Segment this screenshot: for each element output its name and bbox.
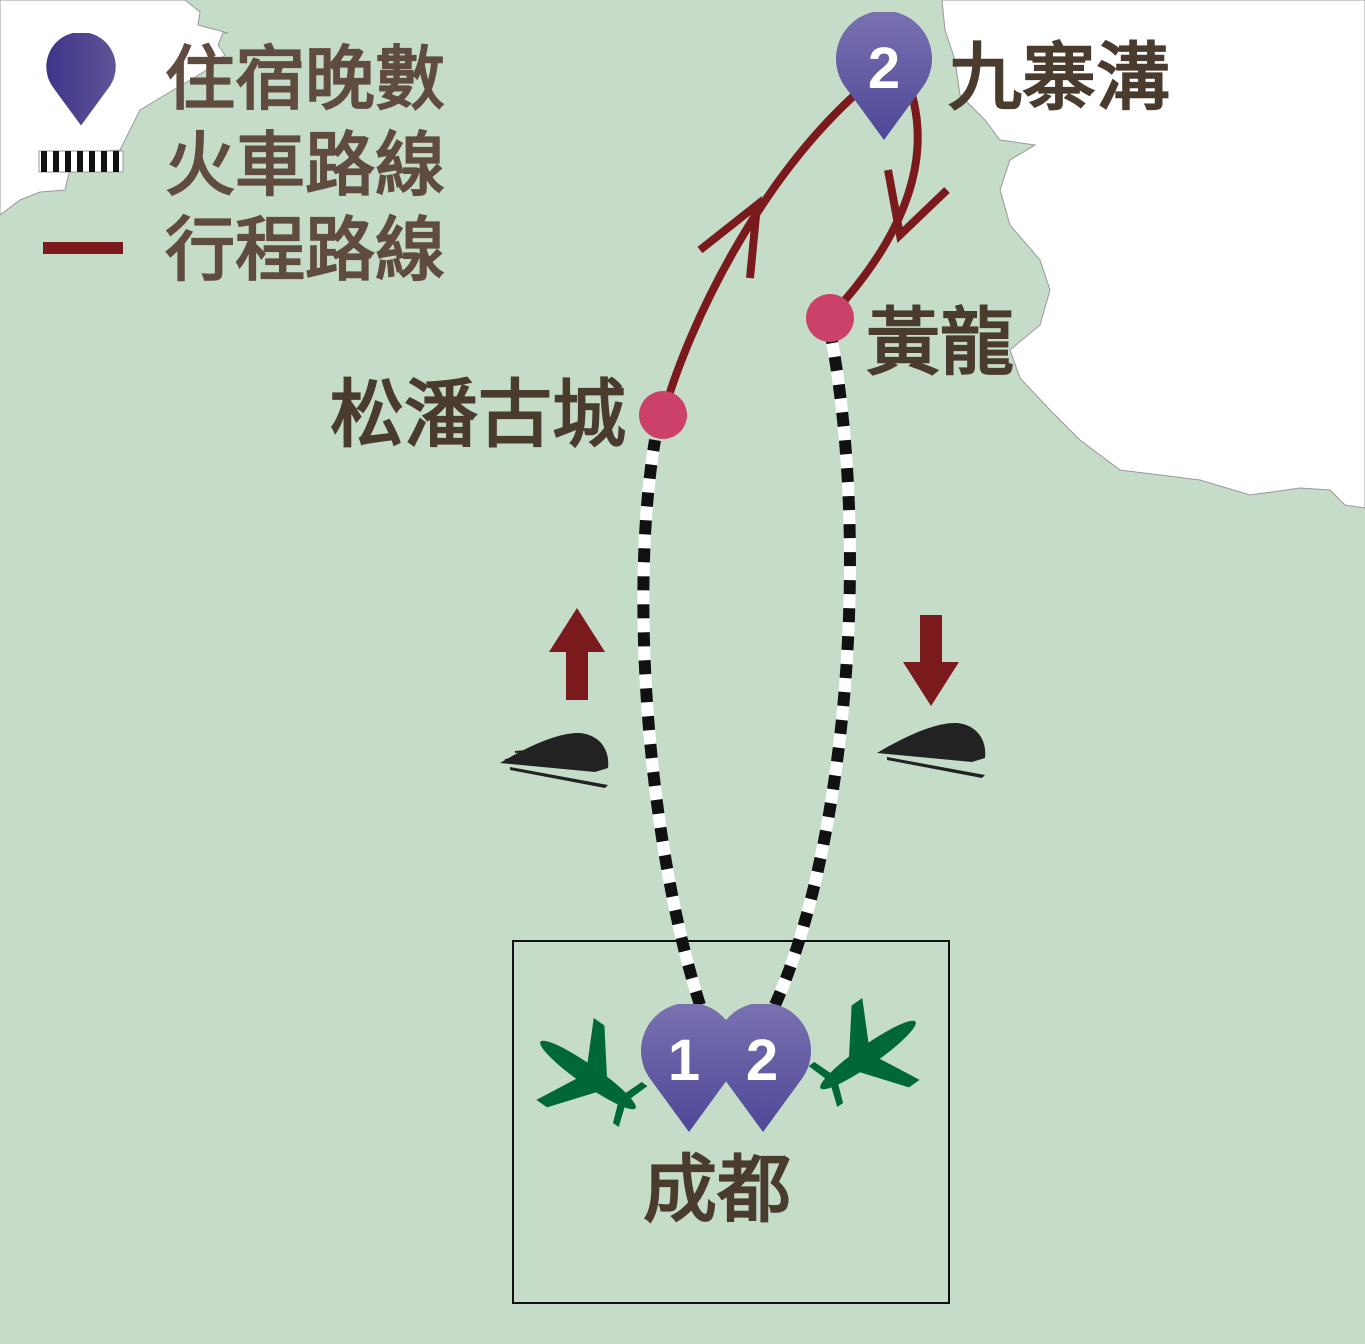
legend-label: 住宿晚數 xyxy=(165,38,445,120)
railway-icon xyxy=(38,150,124,173)
legend-label: 行程路線 xyxy=(165,209,445,291)
route-line-icon xyxy=(43,242,123,254)
train-icon xyxy=(500,732,609,788)
label-huanglong: 黃龍 xyxy=(866,300,1014,386)
stay-pin-jiuzhaigou[interactable]: 2 xyxy=(836,11,932,140)
nights-count: 2 xyxy=(868,36,900,101)
stay-pin-chengdu-2[interactable]: 2 xyxy=(715,1003,811,1132)
arrow-up-icon xyxy=(549,608,605,700)
train-route-huanglong-chengdu xyxy=(769,328,856,1008)
stop-huanglong[interactable] xyxy=(806,294,854,342)
label-chengdu: 成都 xyxy=(643,1147,791,1233)
stay-pin-chengdu-1[interactable]: 1 xyxy=(641,1003,737,1132)
nights-count: 2 xyxy=(746,1028,778,1093)
stop-songpan[interactable] xyxy=(639,391,687,439)
train-icon xyxy=(877,722,986,778)
label-jiuzhaigou: 九寨溝 xyxy=(948,35,1170,121)
legend-label: 火車路線 xyxy=(165,124,445,206)
nights-count: 1 xyxy=(668,1028,700,1093)
legend: 住宿晚數 火車路線 行程路線 xyxy=(38,33,445,291)
chengdu-inset-frame xyxy=(512,940,950,1304)
train-route-songpan-chengdu xyxy=(637,439,706,1007)
airplane-icon xyxy=(808,997,920,1108)
itinerary-route xyxy=(659,89,950,417)
direction-arrow-icon xyxy=(884,169,950,244)
airplane-icon xyxy=(536,1017,648,1128)
label-songpan: 松潘古城 xyxy=(330,372,626,458)
direction-arrow-icon xyxy=(697,196,762,279)
arrow-down-icon xyxy=(903,615,959,706)
land-area-northeast xyxy=(941,0,1365,509)
